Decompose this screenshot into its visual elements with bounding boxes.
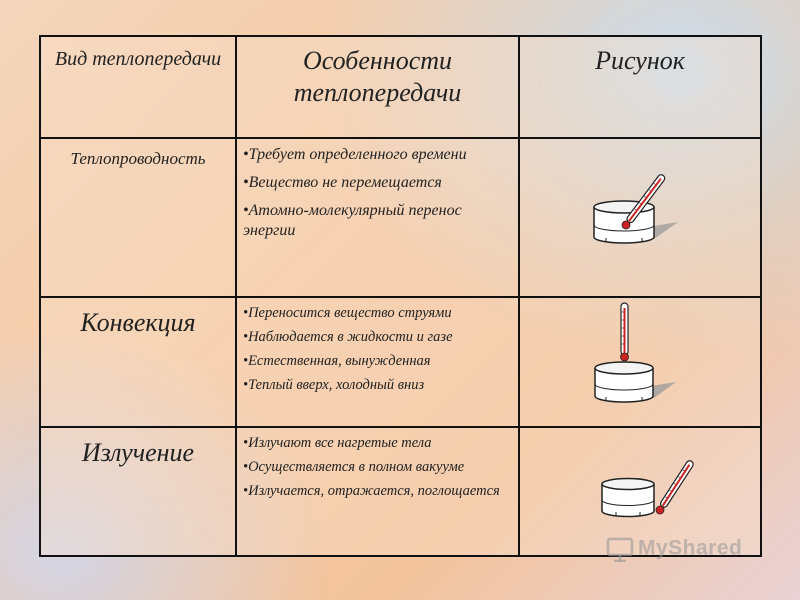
conduction-illustration bbox=[593, 174, 678, 244]
thermometer-icon bbox=[621, 174, 666, 230]
feature-item: •Излучается, отражается, поглощается bbox=[243, 483, 500, 499]
beaker-icon bbox=[594, 361, 676, 403]
row-conduction: Теплопроводность •Требует определенного … bbox=[39, 137, 762, 298]
header-row: Вид теплопередачи Особенности теплоперед… bbox=[39, 35, 762, 139]
watermark-text: MyShared bbox=[638, 536, 743, 560]
myshared-watermark: MyShared bbox=[606, 536, 743, 563]
thermometer-icon bbox=[620, 302, 629, 362]
row-convection: Конвекция •Переносится вещество струями … bbox=[39, 296, 762, 428]
feature-item: •Естественная, вынужденная bbox=[243, 353, 431, 369]
convection-illustration bbox=[594, 302, 676, 403]
feature-item: •Теплый вверх, холодный вниз bbox=[243, 377, 425, 393]
features-radiation: •Излучают все нагретые тела •Осуществляе… bbox=[235, 426, 520, 557]
myshared-logo-icon bbox=[606, 537, 634, 563]
feature-item: •Излучают все нагретые тела bbox=[243, 435, 432, 451]
heat-transfer-table: Вид теплопередачи Особенности теплоперед… bbox=[39, 35, 762, 557]
header-transfer-features: Особенности теплопередачи bbox=[235, 35, 520, 139]
features-convection: •Переносится вещество струями •Наблюдает… bbox=[235, 296, 520, 428]
type-radiation: Излучение bbox=[39, 426, 237, 557]
type-convection: Конвекция bbox=[39, 296, 237, 428]
feature-item: •Переносится вещество струями bbox=[243, 305, 452, 321]
feature-item: •Вещество не перемещается bbox=[243, 174, 442, 191]
picture-convection bbox=[518, 296, 762, 428]
thermometer-icon bbox=[655, 460, 694, 515]
header-transfer-type: Вид теплопередачи bbox=[39, 35, 237, 139]
type-conduction: Теплопроводность bbox=[39, 137, 237, 298]
feature-item: •Наблюдается в жидкости и газе bbox=[243, 329, 453, 345]
header-picture: Рисунок bbox=[518, 35, 762, 139]
beaker-icon bbox=[601, 477, 655, 518]
feature-item: •Осуществляется в полном вакууме bbox=[243, 459, 465, 475]
picture-conduction bbox=[518, 137, 762, 298]
feature-item: •Требует определенного времени bbox=[243, 146, 467, 163]
features-conduction: •Требует определенного времени •Вещество… bbox=[235, 137, 520, 298]
picture-radiation bbox=[518, 426, 762, 557]
feature-item: •Атомно-молекулярный перенос энергии bbox=[243, 202, 462, 239]
radiation-illustration bbox=[601, 460, 694, 518]
row-radiation: Излучение •Излучают все нагретые тела •О… bbox=[39, 426, 762, 557]
